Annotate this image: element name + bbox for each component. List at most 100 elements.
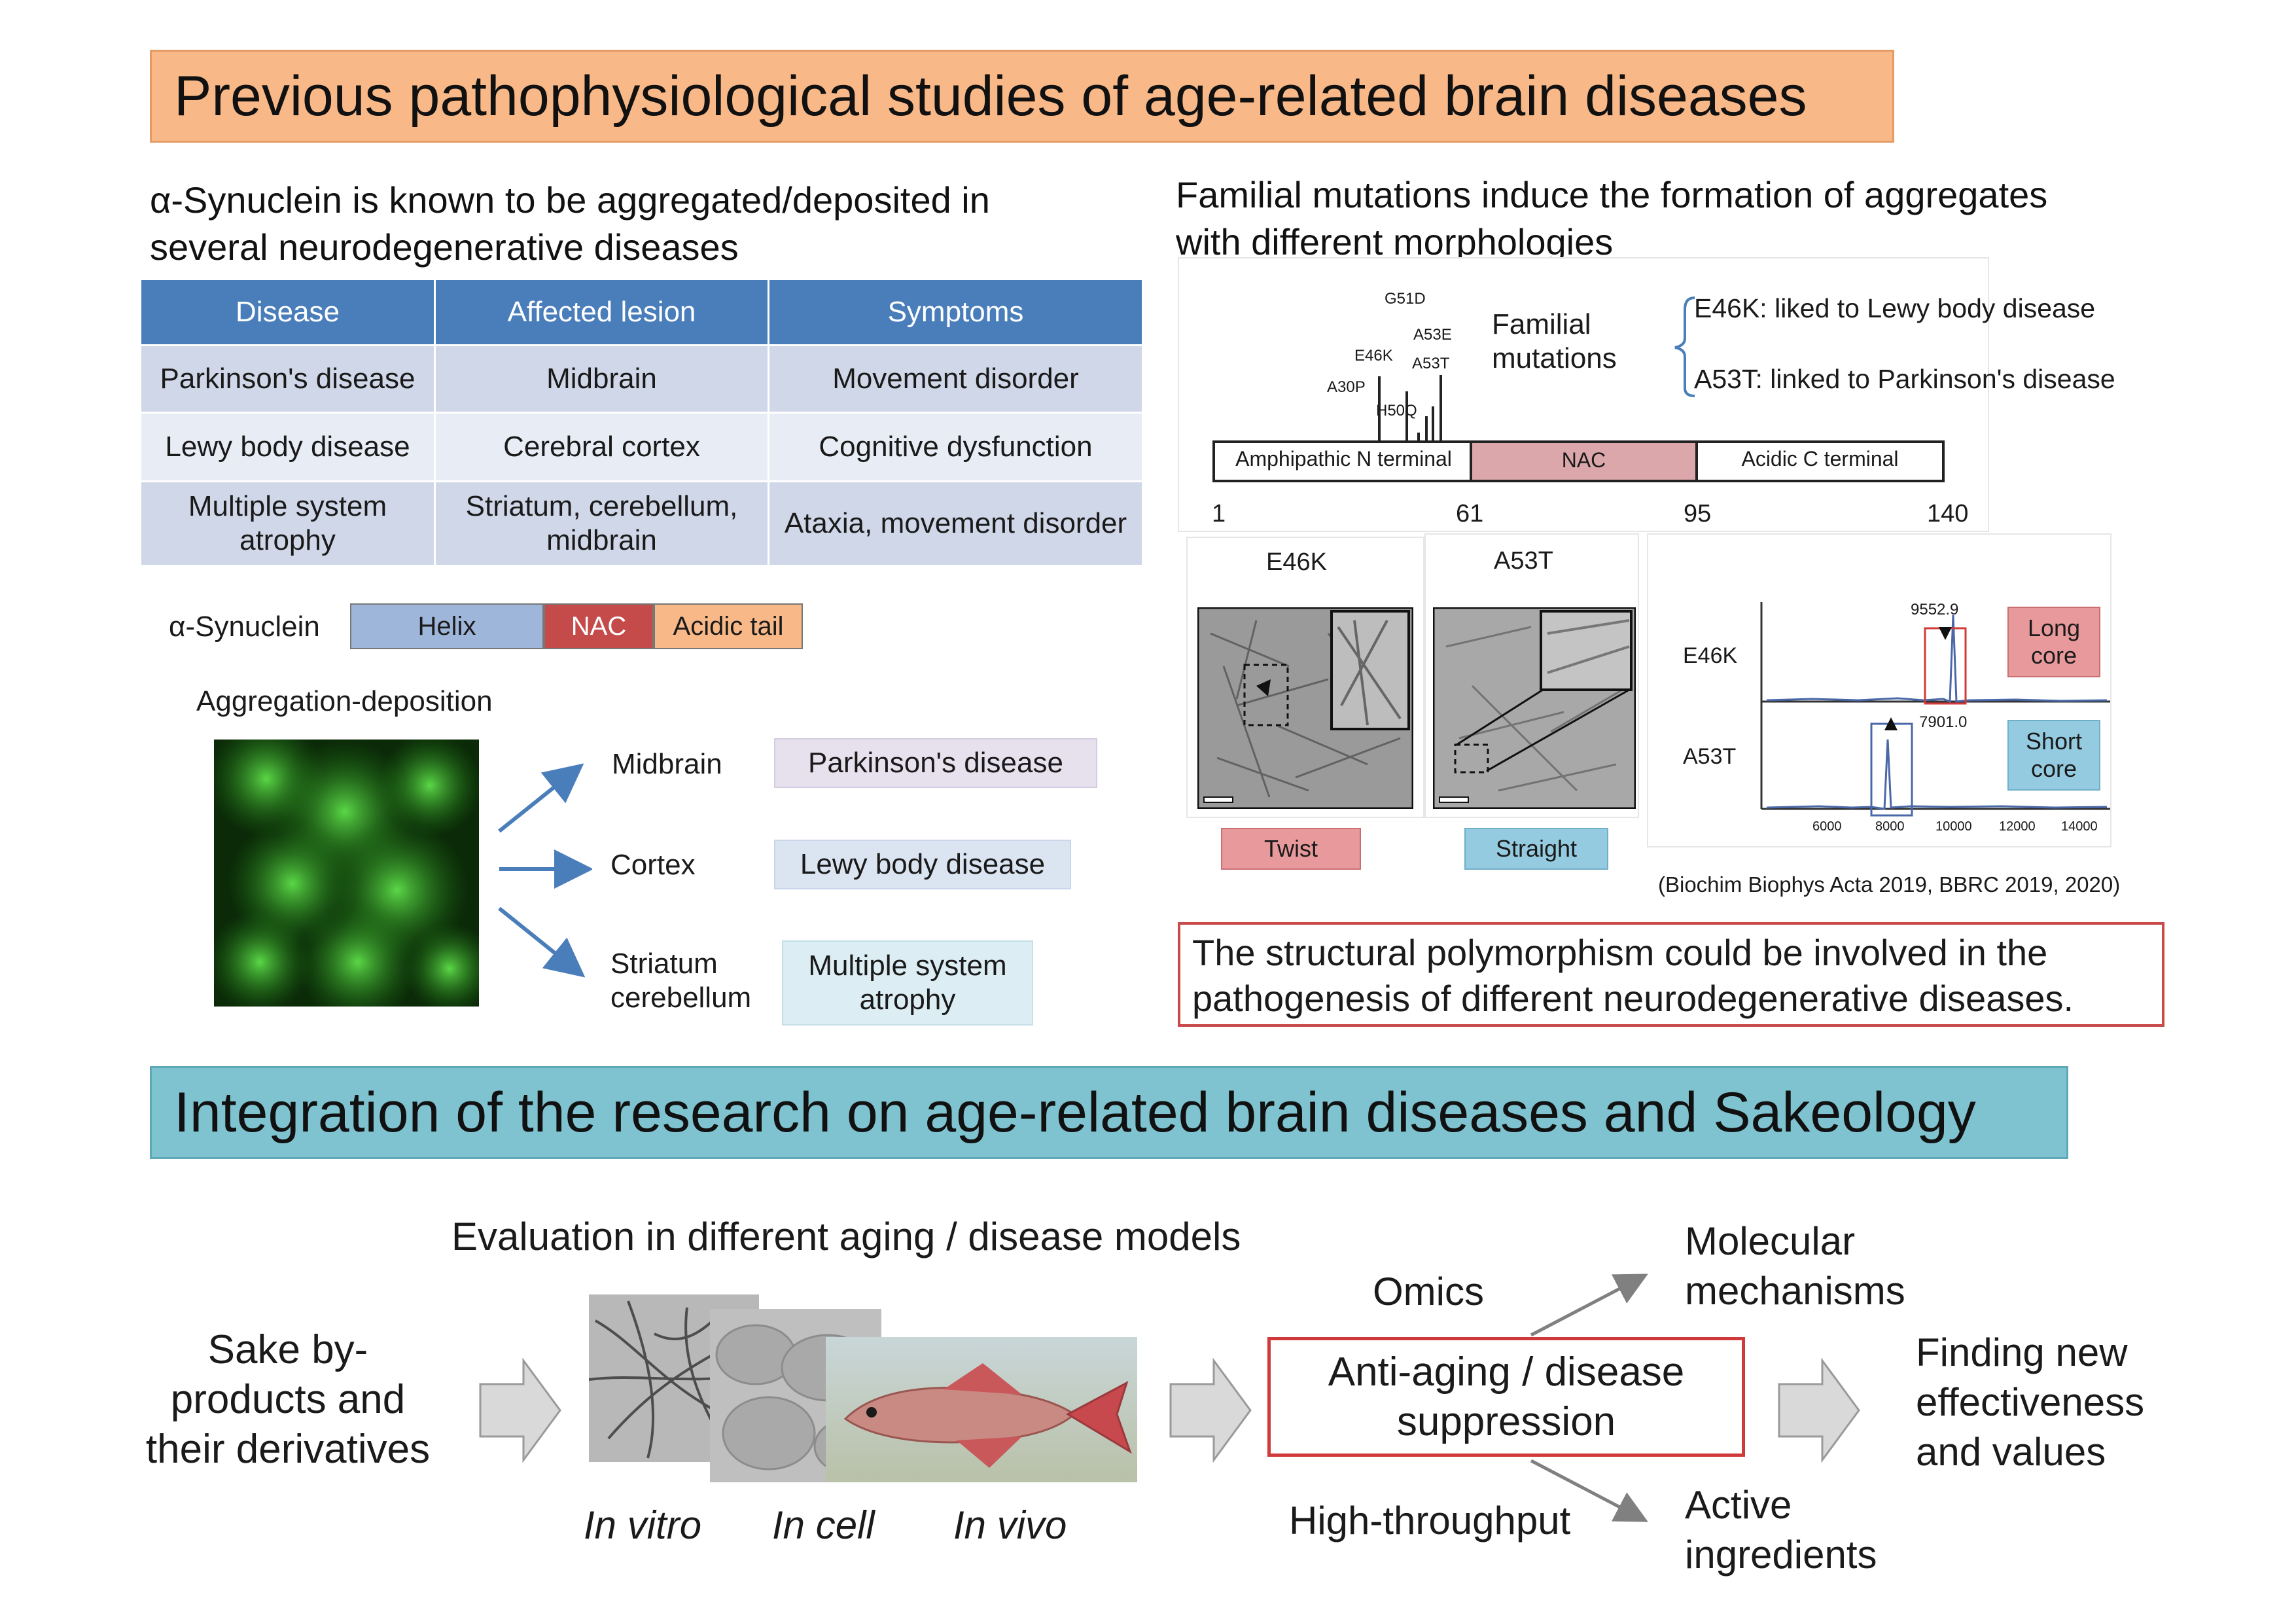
right-heading-line-2: with different morphologies: [1176, 221, 1614, 262]
col-header-symptoms: Symptoms: [768, 278, 1144, 346]
arrow-to-active: [1530, 1459, 1648, 1522]
arrow-to-striatum: [498, 906, 586, 978]
input-line: their derivatives: [145, 1427, 431, 1472]
region-cortex: Cortex: [610, 849, 696, 881]
conclusion-box: The structural polymorphism could be inv…: [1178, 922, 2164, 1027]
aggregation-title: Aggregation-deposition: [196, 685, 493, 717]
col-header-lesion: Affected lesion: [434, 278, 769, 346]
disease-box-parkinsons: Parkinson's disease: [774, 738, 1097, 788]
ms-row-a53t: A53T: [1683, 744, 1737, 769]
ms-row-e46k: E46K: [1683, 643, 1738, 668]
mutation-label-a30p: A30P: [1327, 378, 1366, 396]
mass-spectra: [1760, 602, 2110, 817]
omics-label: Omics: [1373, 1270, 1484, 1313]
familial-mutations-label: Familial mutations: [1492, 308, 1617, 376]
table-cell: Striatum, cerebellum,midbrain: [434, 480, 769, 567]
table-cell: Ataxia, movement disorder: [768, 480, 1144, 567]
cell-line: Multiple system: [188, 490, 387, 522]
final-line: effectiveness: [1916, 1380, 2145, 1424]
outcome-line: ingredients: [1685, 1533, 1877, 1577]
in-vivo-fish-image: [826, 1337, 1137, 1482]
aggregation-arrows: [498, 763, 592, 978]
center-line: Anti-aging / disease: [1328, 1349, 1685, 1395]
cell-line: atrophy: [239, 524, 336, 556]
table-cell: Cognitive dysfunction: [768, 412, 1144, 482]
mass-spec-panel: [1647, 533, 2111, 847]
region-midbrain: Midbrain: [612, 748, 722, 780]
disease-line: Multiple system: [808, 950, 1007, 982]
note-e46k: E46K: liked to Lewy body disease: [1694, 293, 2096, 323]
conclusion-line-2: pathogenesis of different neurodegenerat…: [1192, 978, 2074, 1019]
left-heading-line-1: α-Synuclein is known to be aggregated/de…: [150, 179, 990, 221]
mutation-label-g51d: G51D: [1385, 290, 1426, 308]
ms-tick: 12000: [1999, 819, 2036, 834]
ms-tick: 6000: [1812, 819, 1842, 834]
right-heading: Familial mutations induce the formation …: [1176, 171, 2047, 266]
peak-label-7901: 7901.0: [1919, 713, 1968, 731]
mutation-map-diagram: [1212, 296, 1945, 482]
disease-box-msa: Multiple system atrophy: [782, 940, 1033, 1026]
right-heading-line-1: Familial mutations induce the formation …: [1176, 174, 2048, 215]
segment-n-terminal: Amphipathic N terminal: [1235, 447, 1452, 471]
citation: (Biochim Biophys Acta 2019, BBRC 2019, 2…: [1658, 872, 2121, 897]
position-61: 61: [1456, 500, 1484, 527]
model-in-vitro: In vitro: [584, 1503, 702, 1547]
table-cell: Cerebral cortex: [434, 412, 769, 482]
evaluation-title: Evaluation in different aging / disease …: [451, 1215, 1241, 1258]
segment-nac: NAC: [1561, 448, 1606, 472]
outcome-line: Molecular: [1685, 1219, 1856, 1263]
col-header-disease: Disease: [139, 278, 436, 346]
center-line: suppression: [1396, 1399, 1616, 1444]
section-banner-integration: Integration of the research on age-relat…: [150, 1066, 2068, 1159]
mutation-label-a53e: A53E: [1413, 326, 1452, 344]
tag-twist: Twist: [1221, 828, 1361, 870]
domain-helix: Helix: [350, 603, 544, 649]
familial-line: Familial: [1492, 308, 1591, 340]
domain-acidic-tail: Acidic tail: [654, 603, 803, 649]
banner-title: Previous pathophysiological studies of a…: [174, 65, 1807, 128]
flow-arrow-1: [479, 1358, 561, 1463]
disease-box-lewy: Lewy body disease: [774, 840, 1071, 889]
em-image-e46k: [1197, 607, 1413, 809]
anti-aging-box: Anti-aging / disease suppression: [1267, 1337, 1745, 1457]
mutation-label-a53t: A53T: [1412, 355, 1450, 372]
final-line: Finding new: [1916, 1330, 2128, 1374]
tag-line: Short: [2025, 728, 2083, 755]
ms-tick: 14000: [2061, 819, 2098, 834]
input-line: Sake by-: [207, 1327, 368, 1372]
domain-nac: NAC: [544, 603, 654, 649]
ms-tick: 10000: [1935, 819, 1972, 834]
final-line: and values: [1916, 1430, 2106, 1474]
peak-label-9552: 9552.9: [1911, 601, 1959, 618]
position-95: 95: [1684, 500, 1712, 527]
region-line: Striatum: [610, 948, 718, 980]
domain-bar-label: α-Synuclein: [169, 611, 320, 643]
final-new-values: Finding new effectiveness and values: [1916, 1328, 2144, 1477]
left-heading-line-2: several neurodegenerative diseases: [150, 226, 739, 268]
mutation-label-e46k: E46K: [1354, 347, 1393, 365]
outcome-line: Active: [1685, 1483, 1792, 1527]
table-cell: Lewy body disease: [139, 412, 436, 482]
tag-long-core: Long core: [2007, 607, 2100, 677]
region-striatum-cerebellum: Striatum cerebellum: [610, 947, 751, 1015]
tag-short-core: Short core: [2007, 720, 2100, 791]
flow-arrow-3: [1778, 1358, 1860, 1463]
table-cell: Movement disorder: [768, 344, 1144, 414]
table-cell: Midbrain: [434, 344, 769, 414]
model-in-vivo: In vivo: [953, 1503, 1067, 1547]
arrow-to-molecular: [1530, 1274, 1648, 1337]
table-header-row: Disease Affected lesion Symptoms: [139, 278, 1144, 346]
table-cell: Parkinson's disease: [139, 344, 436, 414]
input-sake-byproducts: Sake by- products and their derivatives: [131, 1325, 445, 1474]
disease-line: atrophy: [859, 984, 956, 1016]
em-image-a53t: [1433, 607, 1636, 809]
section-banner-previous-studies: Previous pathophysiological studies of a…: [150, 50, 1894, 143]
high-throughput-label: High-throughput: [1289, 1499, 1571, 1543]
position-1: 1: [1212, 500, 1226, 527]
ms-tick: 8000: [1875, 819, 1905, 834]
familial-line: mutations: [1492, 342, 1617, 374]
cell-line: midbrain: [546, 524, 657, 556]
outcome-molecular-mechanisms: Molecular mechanisms: [1685, 1217, 1905, 1316]
